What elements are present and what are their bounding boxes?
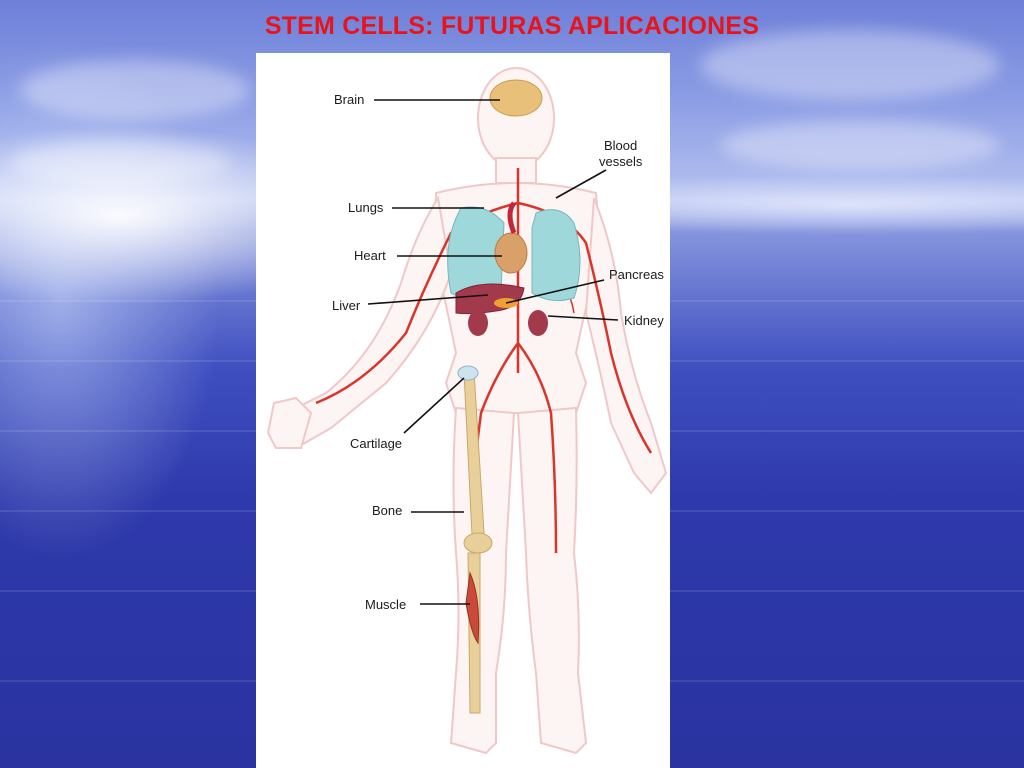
sky-cloud: [20, 60, 250, 120]
calf-muscle: [465, 571, 480, 645]
heart-organ: [494, 232, 528, 274]
sky-cloud: [10, 140, 230, 185]
leader-line-cartilage: [403, 377, 465, 434]
label-heart: Heart: [354, 248, 386, 263]
kidney-organ: [468, 310, 488, 336]
sky-cloud: [700, 30, 1000, 100]
leader-lines: [367, 99, 619, 605]
label-kidney: Kidney: [624, 313, 664, 328]
knee-joint: [463, 532, 493, 554]
label-blood-vessels-line2: vessels: [599, 154, 643, 169]
slide-title: STEM CELLS: FUTURAS APLICACIONES: [264, 12, 760, 40]
label-liver: Liver: [332, 298, 361, 313]
label-pancreas: Pancreas: [609, 267, 664, 282]
leader-line-liver: [367, 294, 489, 305]
sky-cloud: [720, 120, 1000, 170]
label-blood-vessels-line1: Blood: [604, 138, 637, 153]
brain-organ: [489, 79, 543, 117]
anatomy-figure: Brain Blood vessels Lungs Heart Pancreas…: [256, 53, 670, 768]
kidney-organ: [528, 310, 548, 336]
leader-line-kidney: [547, 315, 619, 321]
leader-line-blood-vessels: [555, 169, 607, 199]
label-brain: Brain: [334, 92, 364, 107]
heart-vessel: [507, 201, 517, 234]
label-muscle: Muscle: [365, 597, 406, 612]
anatomy-diagram: Brain Blood vessels Lungs Heart Pancreas…: [266, 67, 668, 755]
lungs-organ: [531, 209, 581, 302]
leader-line-pancreas: [505, 279, 605, 304]
label-lungs: Lungs: [348, 200, 384, 215]
label-cartilage: Cartilage: [350, 436, 402, 451]
cartilage-joint: [457, 365, 479, 381]
label-bone: Bone: [372, 503, 402, 518]
